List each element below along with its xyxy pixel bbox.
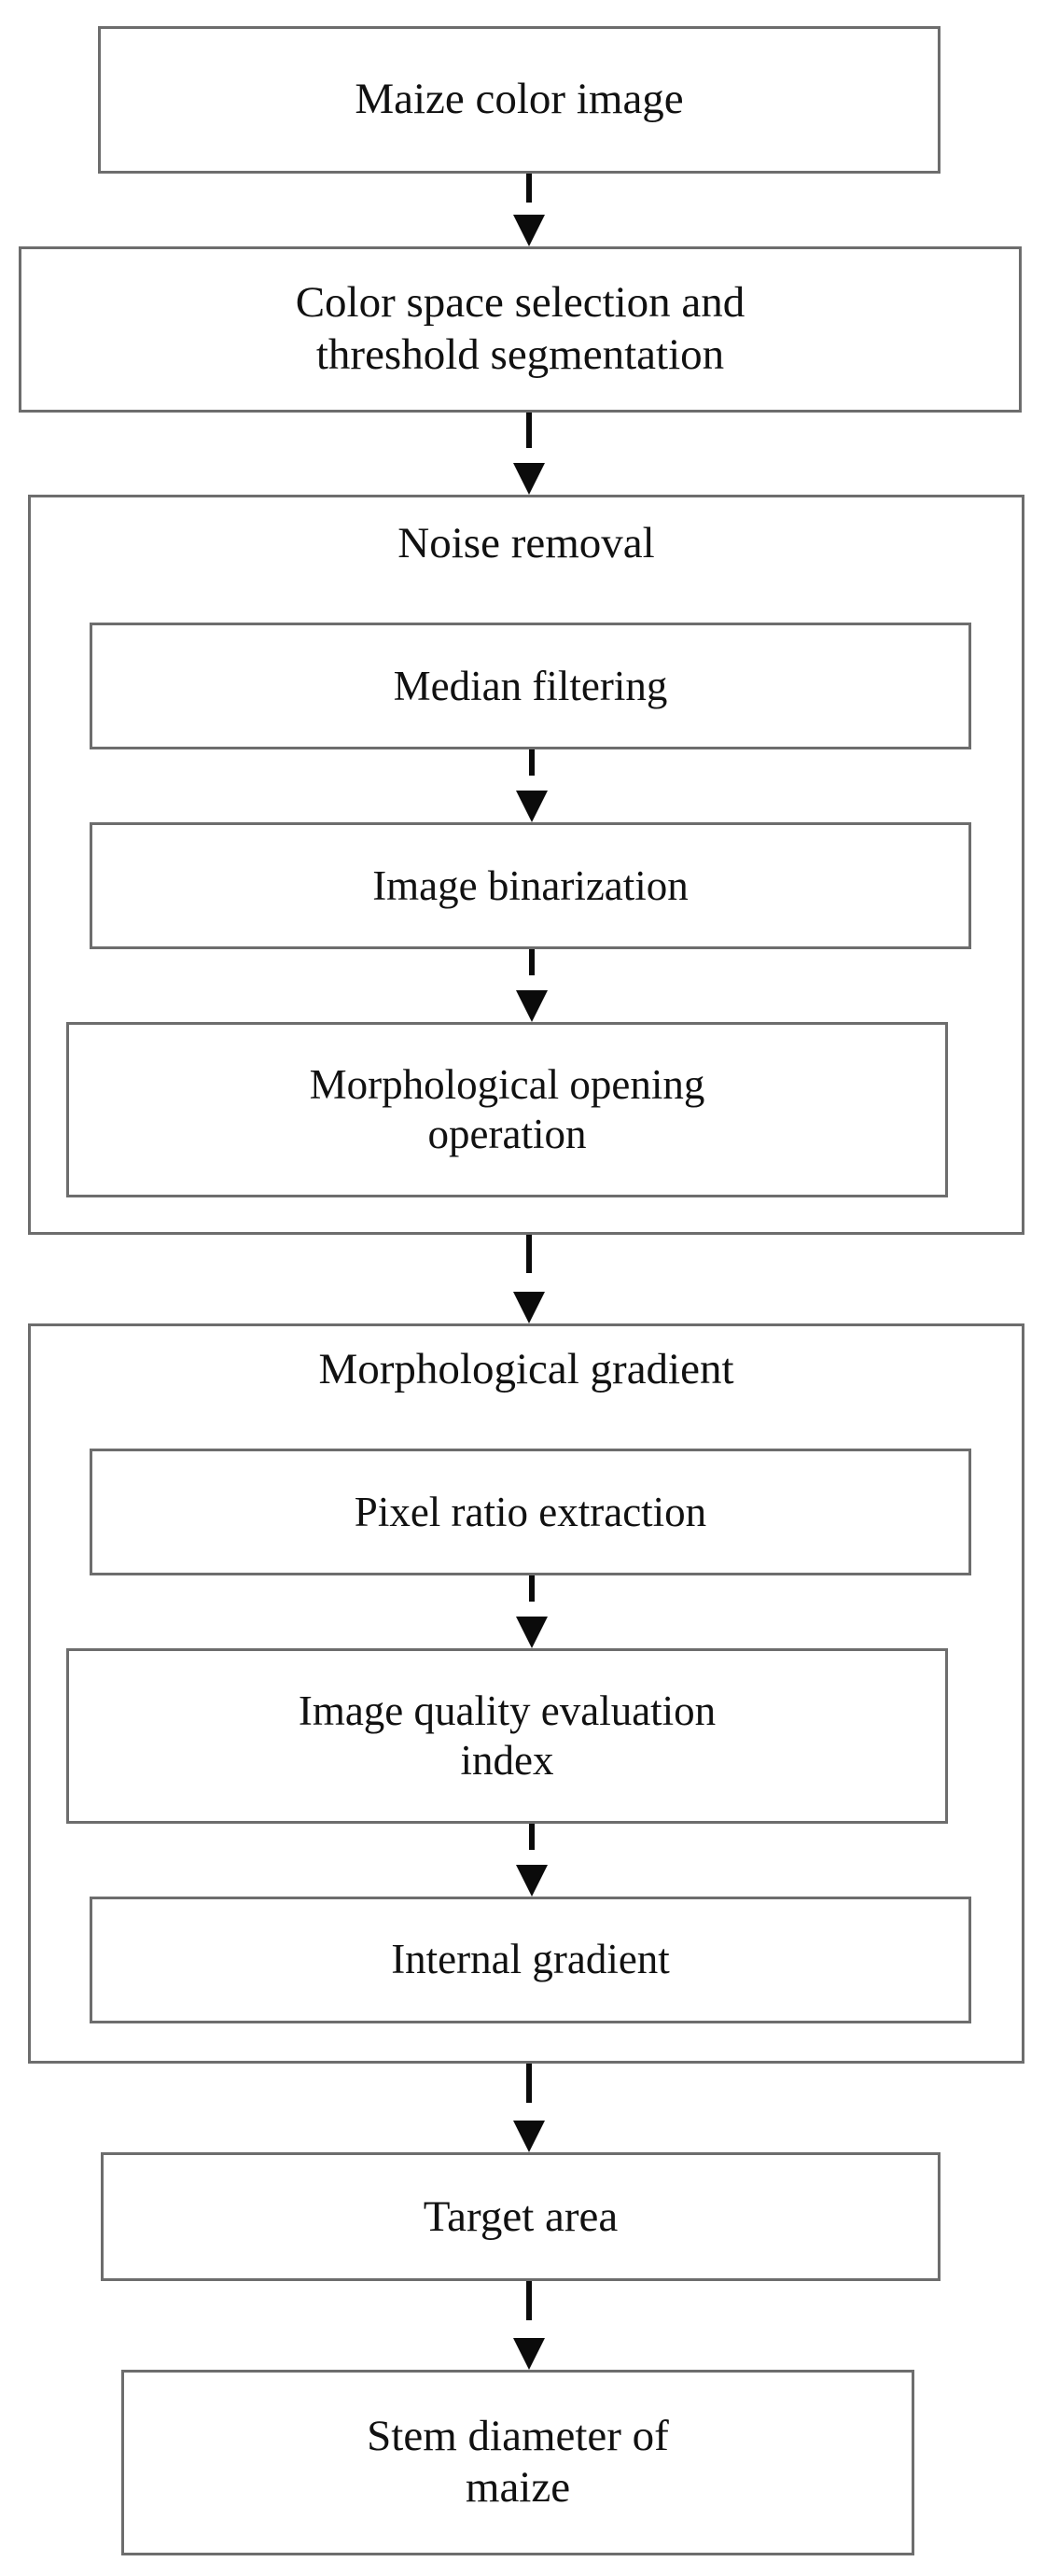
group-label: Morphological gradient <box>318 1344 734 1393</box>
node-image-quality-evaluation-index[interactable]: Image quality evaluation index <box>66 1647 948 1824</box>
node-label: Image quality evaluation index <box>298 1687 717 1784</box>
node-label: Morphological opening operation <box>309 1060 705 1157</box>
node-internal-gradient[interactable]: Internal gradient <box>90 1896 971 2023</box>
node-color-space-selection[interactable]: Color space selection and threshold segm… <box>19 245 1022 413</box>
arrow-down-icon <box>513 412 545 495</box>
group-title-noise-removal: Noise removal <box>31 518 1022 568</box>
group-title-morphological-gradient: Morphological gradient <box>31 1344 1022 1394</box>
node-label: Target area <box>423 2191 619 2241</box>
node-morphological-opening-operation[interactable]: Morphological opening operation <box>66 1021 948 1197</box>
arrow-down-icon <box>513 2281 545 2371</box>
node-label: Color space selection and threshold segm… <box>295 278 745 379</box>
node-label: Pixel ratio extraction <box>354 1488 707 1535</box>
node-label: Image binarization <box>372 861 689 909</box>
group-noise-removal[interactable]: Noise removal Median filtering Image bin… <box>28 494 1024 1236</box>
arrow-down-icon <box>516 949 548 1022</box>
node-target-area[interactable]: Target area <box>101 2152 941 2282</box>
node-label: Median filtering <box>393 662 668 709</box>
arrow-down-icon <box>513 1235 545 1323</box>
group-morphological-gradient[interactable]: Morphological gradient Pixel ratio extra… <box>28 1323 1024 2065</box>
group-label: Noise removal <box>397 518 655 567</box>
node-median-filtering[interactable]: Median filtering <box>90 623 971 750</box>
node-label: Internal gradient <box>391 1936 670 1983</box>
node-maize-color-image[interactable]: Maize color image <box>98 25 941 175</box>
node-label: Maize color image <box>355 75 684 124</box>
arrow-down-icon <box>513 174 545 246</box>
node-image-binarization[interactable]: Image binarization <box>90 822 971 950</box>
arrow-down-icon <box>516 1575 548 1648</box>
node-pixel-ratio-extraction[interactable]: Pixel ratio extraction <box>90 1449 971 1576</box>
arrow-down-icon <box>516 749 548 822</box>
arrow-down-icon <box>513 2064 545 2153</box>
node-stem-diameter-of-maize[interactable]: Stem diameter of maize <box>121 2370 914 2555</box>
node-label: Stem diameter of maize <box>367 2411 669 2513</box>
arrow-down-icon <box>516 1823 548 1897</box>
